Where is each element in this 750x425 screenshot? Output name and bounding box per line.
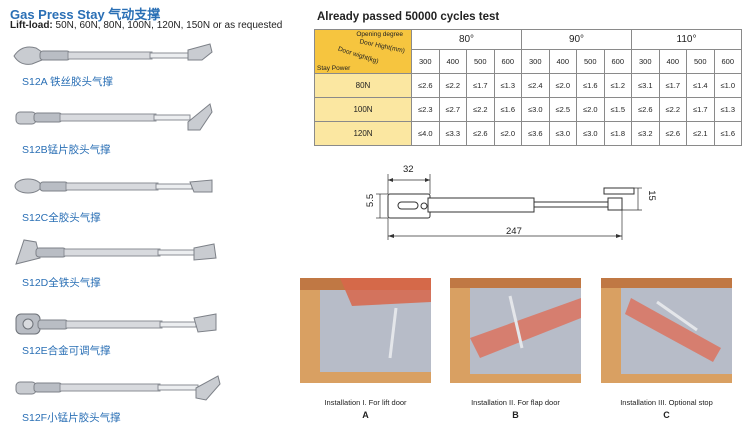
gas-stay-image-s12a [13, 43, 213, 65]
weight-cell: ≤2.7 [438, 97, 467, 122]
angle-header: 80° [411, 29, 522, 50]
weight-cell: ≤1.0 [713, 73, 742, 98]
installation-caption-b: Installation II. For flap door [471, 398, 560, 407]
door-height-cell: 500 [466, 49, 495, 74]
angle-header: 110° [631, 29, 742, 50]
gas-stay-image-s12c [14, 178, 213, 194]
dimension-right: 15 [645, 190, 657, 201]
weight-cell: ≤4.0 [411, 121, 440, 146]
door-height-cell: 300 [411, 49, 440, 74]
installation-photo-a [300, 278, 431, 383]
door-height-cell: 500 [576, 49, 605, 74]
stay-power-cell: 120N [314, 121, 412, 146]
product-label-s12b: S12B锰片胶头气撑 [22, 144, 111, 156]
weight-cell: ≤1.6 [493, 97, 522, 122]
door-height-cell: 600 [713, 49, 742, 74]
installation-letter-c: C [663, 410, 670, 420]
table-corner-header: Opening degree Door Hight(mm) Door wight… [314, 29, 412, 74]
lift-load-label: Lift-load: [10, 20, 53, 31]
dimension-left: 5.5 [365, 193, 377, 208]
weight-cell: ≤1.7 [658, 73, 687, 98]
gas-stay-image-s12d [15, 239, 217, 265]
door-height-cell: 400 [658, 49, 687, 74]
installation-caption-c: Installation III. Optional stop [620, 398, 713, 407]
weight-cell: ≤2.5 [548, 97, 577, 122]
door-height-cell: 600 [603, 49, 632, 74]
weight-cell: ≤3.3 [438, 121, 467, 146]
gas-stay-image-s12b [15, 103, 213, 131]
weight-cell: ≤1.8 [603, 121, 632, 146]
weight-cell: ≤1.3 [493, 73, 522, 98]
table-caption: Already passed 50000 cycles test [317, 11, 500, 23]
door-height-cell: 300 [631, 49, 660, 74]
weight-cell: ≤2.1 [686, 121, 715, 146]
product-label-s12a: S12A 铁丝胶头气撑 [22, 76, 114, 88]
installation-photo-b [450, 278, 581, 383]
installation-caption-a: Installation I. For lift door [324, 398, 407, 407]
stay-power-label: Stay Power [317, 65, 351, 72]
weight-cell: ≤2.0 [576, 97, 605, 122]
table-row: 100N ≤2.3 ≤2.7 ≤2.2 ≤1.6 ≤3.0 ≤2.5 ≤2.0 … [314, 97, 742, 122]
weight-cell: ≤3.0 [548, 121, 577, 146]
weight-cell: ≤2.4 [521, 73, 550, 98]
table-row: 80N ≤2.6 ≤2.2 ≤1.7 ≤1.3 ≤2.4 ≤2.0 ≤1.6 ≤… [314, 73, 742, 98]
weight-cell: ≤2.2 [438, 73, 467, 98]
door-height-cell: 500 [686, 49, 715, 74]
weight-cell: ≤2.6 [466, 121, 495, 146]
door-height-label: Door Hight(mm) [358, 38, 406, 55]
product-label-s12f: S12F小锰片胶头气撑 [22, 412, 121, 424]
weight-cell: ≤1.4 [686, 73, 715, 98]
weight-cell: ≤1.6 [576, 73, 605, 98]
installation-photo-c [601, 278, 732, 383]
stay-power-cell: 100N [314, 97, 412, 122]
weight-cell: ≤2.6 [411, 73, 440, 98]
product-label-s12c: S12C全胶头气撑 [22, 212, 101, 224]
weight-cell: ≤3.1 [631, 73, 660, 98]
weight-cell: ≤3.0 [576, 121, 605, 146]
weight-cell: ≤2.0 [493, 121, 522, 146]
dimension-length: 247 [506, 226, 522, 237]
weight-cell: ≤3.6 [521, 121, 550, 146]
weight-cell: ≤3.0 [521, 97, 550, 122]
weight-cell: ≤1.6 [713, 121, 742, 146]
door-height-cell: 400 [548, 49, 577, 74]
door-height-cell: 300 [521, 49, 550, 74]
opening-degree-label: Opening degree [356, 31, 403, 38]
product-label-s12d: S12D全铁头气撑 [22, 277, 101, 289]
table-row: 120N ≤4.0 ≤3.3 ≤2.6 ≤2.0 ≤3.6 ≤3.0 ≤3.0 … [314, 121, 742, 146]
weight-cell: ≤2.6 [631, 97, 660, 122]
weight-cell: ≤1.3 [713, 97, 742, 122]
gas-stay-image-s12e [15, 313, 217, 335]
installation-letter-b: B [512, 410, 519, 420]
dimension-top: 32 [403, 164, 414, 175]
weight-cell: ≤1.5 [603, 97, 632, 122]
weight-cell: ≤2.2 [466, 97, 495, 122]
weight-cell: ≤1.7 [466, 73, 495, 98]
dimension-drawing [376, 174, 642, 240]
door-height-cell: 400 [438, 49, 467, 74]
gas-stay-image-s12f [15, 375, 221, 401]
weight-cell: ≤1.7 [686, 97, 715, 122]
page-title: Gas Press Stay 气动支撑 [10, 7, 161, 22]
weight-cell: ≤2.2 [658, 97, 687, 122]
weight-cell: ≤1.2 [603, 73, 632, 98]
load-spec-table: Opening degree Door Hight(mm) Door wight… [314, 29, 742, 146]
lift-load-line: Lift-load: 50N, 60N, 80N, 100N, 120N, 15… [10, 20, 282, 31]
product-label-s12e: S12E合金可调气撑 [22, 345, 111, 357]
weight-cell: ≤3.2 [631, 121, 660, 146]
weight-cell: ≤2.6 [658, 121, 687, 146]
door-weight-label: Door wight(kg) [336, 45, 380, 66]
stay-power-cell: 80N [314, 73, 412, 98]
angle-header: 90° [521, 29, 632, 50]
weight-cell: ≤2.3 [411, 97, 440, 122]
weight-cell: ≤2.0 [548, 73, 577, 98]
lift-load-values: 50N, 60N, 80N, 100N, 120N, 150N or as re… [52, 20, 283, 31]
door-height-cell: 600 [493, 49, 522, 74]
installation-letter-a: A [362, 410, 369, 420]
